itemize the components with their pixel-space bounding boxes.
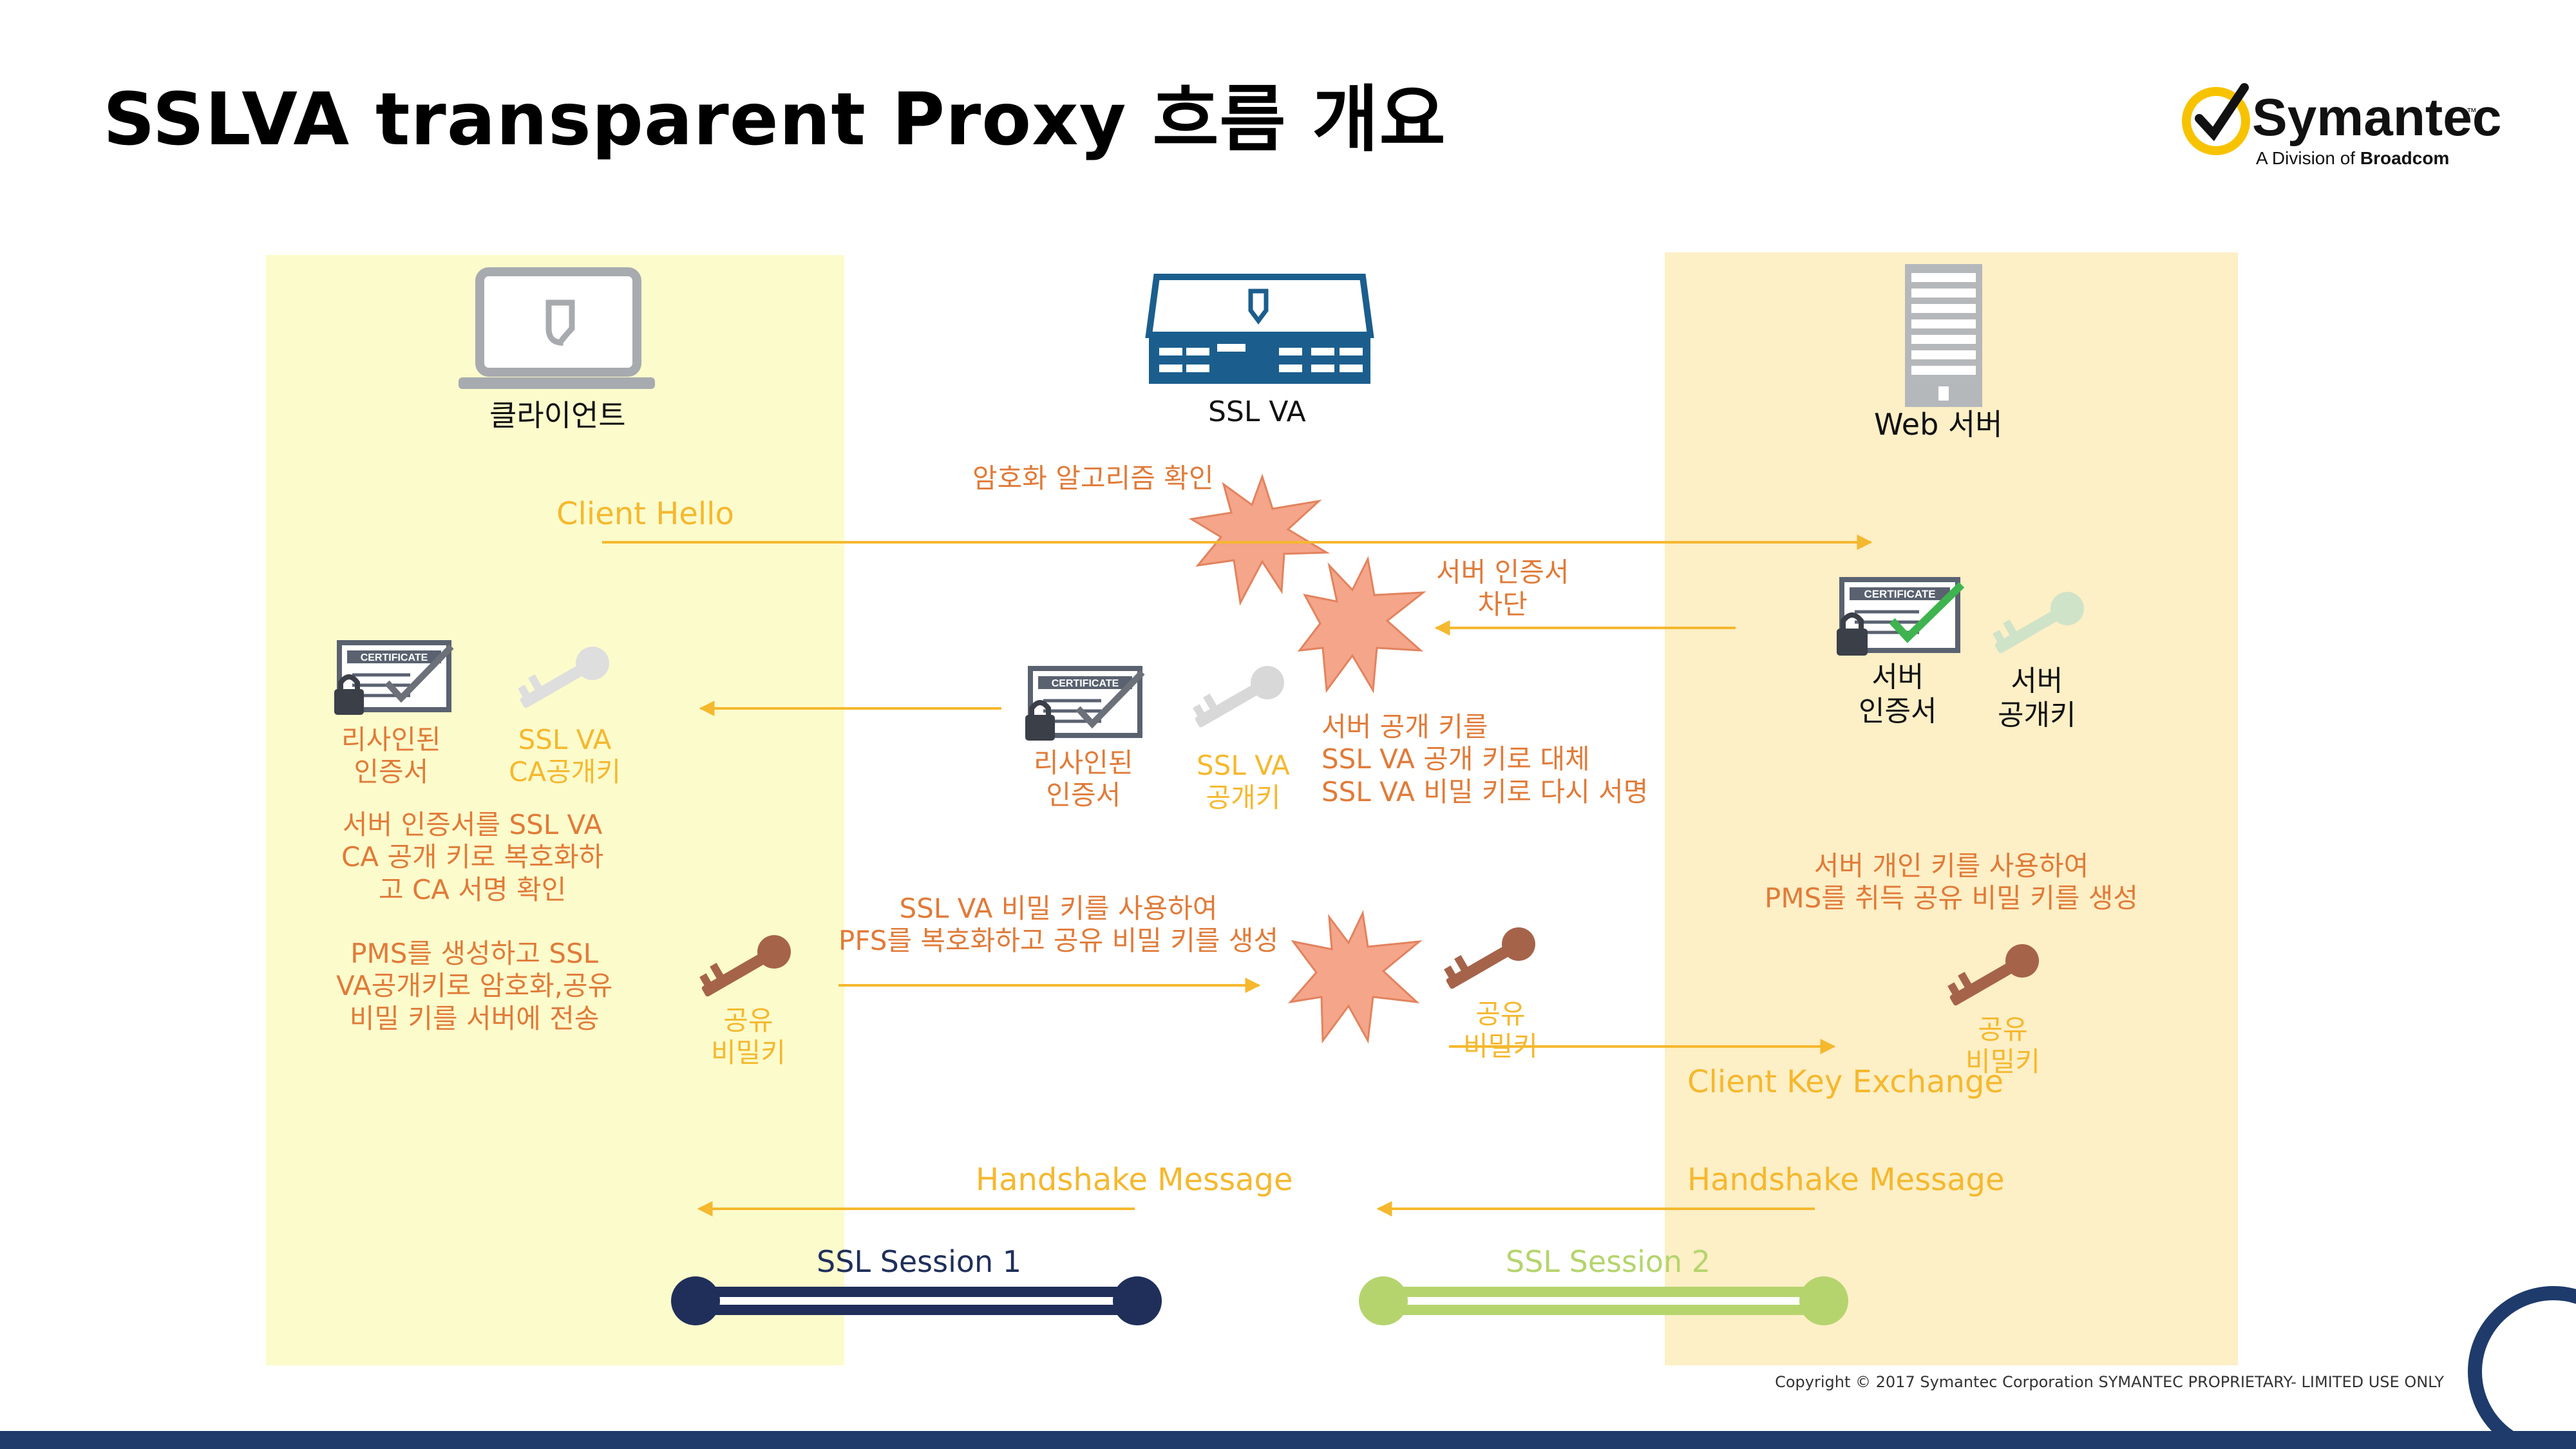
key-icon [1987,583,2090,664]
key-icon [1942,936,2045,1016]
key-icon [512,638,616,719]
key-icon [1187,658,1291,738]
appliance-icon [1145,274,1374,384]
key-icon [694,927,797,1007]
logo-tagline-brand: Broadcom [2360,148,2450,168]
certificate-icon: CERTIFICATE [334,640,454,715]
copyright-text: Copyright © 2017 Symantec Corporation SY… [1775,1373,2444,1391]
logo-tm: ™ [2467,107,2477,118]
logo-name: Symantec [2252,88,2502,147]
ssl-session-2-bar [1359,1276,1848,1325]
certificate-icon: CERTIFICATE [1837,577,1965,656]
server-label: Web 서버 [1874,407,2003,442]
laptop-icon [459,267,655,389]
page-title: SSLVA transparent Proxy 흐름 개요 [103,78,1446,162]
proxy-label: SSL VA [1208,395,1306,428]
symantec-check-icon [2182,83,2250,155]
ssl-session-2-label: SSL Session 2 [1506,1244,1711,1279]
ssl-session-1-bar [671,1276,1162,1325]
burst-icon [1288,909,1423,1044]
server-rack-icon [1905,264,1982,407]
burst-icon [1188,473,1331,606]
logo-tagline-prefix: A Division of [2256,148,2356,168]
client-label: 클라이언트 [489,398,626,433]
ring-icon [2468,1286,2576,1449]
svg-text:CERTIFICATE: CERTIFICATE [1052,678,1119,689]
cipher-check-label: 암호화 알고리즘 확인 [972,462,1214,494]
footer-bar [0,1431,2576,1449]
handshake-right-label: Handshake Message [1687,1162,2005,1198]
svg-text:CERTIFICATE: CERTIFICATE [361,652,428,663]
server-zone [1665,252,2238,1365]
burst-icon [1297,556,1426,694]
ssl-session-1-label: SSL Session 1 [817,1244,1022,1279]
symantec-logo: Symantec ™ A Division of Broadcom [2180,76,2501,179]
client-key-exchange-label: Client Key Exchange [1687,1064,2004,1100]
key-icon [1438,919,1542,999]
svg-text:CERTIFICATE: CERTIFICATE [1864,588,1935,600]
client-hello-label: Client Hello [556,496,734,532]
certificate-icon: CERTIFICATE [1025,666,1145,741]
client-zone [266,255,844,1365]
handshake-left-label: Handshake Message [976,1162,1293,1198]
